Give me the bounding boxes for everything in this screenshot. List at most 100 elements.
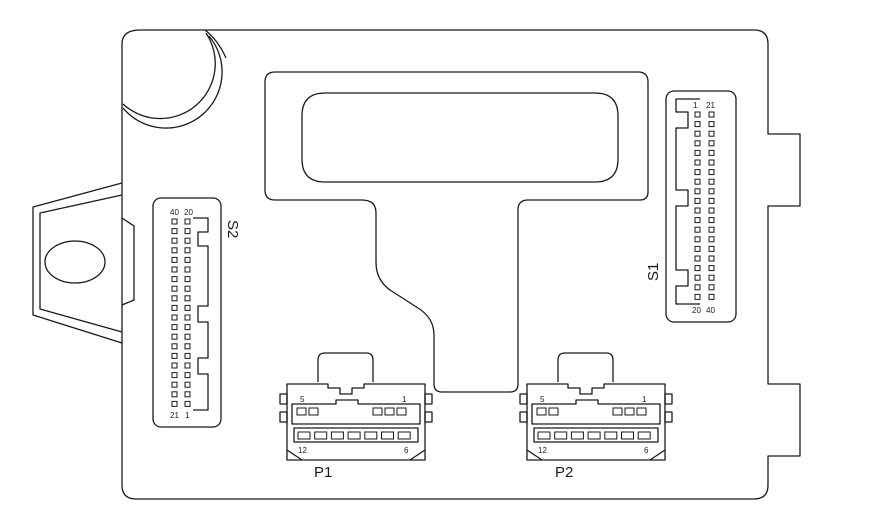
s1-pin-br: 40 bbox=[706, 306, 715, 315]
s1-pin bbox=[694, 236, 701, 243]
s1-pin bbox=[708, 274, 715, 281]
s1-pin bbox=[708, 149, 715, 156]
p1-pin-tl: 5 bbox=[300, 395, 305, 404]
s1-pin bbox=[708, 207, 715, 214]
s2-pin bbox=[184, 304, 191, 311]
display-window bbox=[301, 92, 619, 183]
s1-pin bbox=[708, 197, 715, 204]
s1-pin bbox=[694, 159, 701, 166]
s1-pin bbox=[708, 121, 715, 128]
s1-pin bbox=[708, 130, 715, 137]
s1-pin bbox=[694, 284, 701, 291]
s2-pin bbox=[184, 333, 191, 340]
mounting-hole bbox=[44, 240, 106, 284]
s1-pin bbox=[694, 197, 701, 204]
p1-pin bbox=[330, 431, 344, 440]
s1-pin bbox=[708, 217, 715, 224]
s2-pin bbox=[184, 372, 191, 379]
s2-pin bbox=[184, 276, 191, 283]
s1-pin bbox=[708, 188, 715, 195]
s2-pin bbox=[171, 372, 178, 379]
s2-pin bbox=[171, 391, 178, 398]
p2-pin bbox=[587, 431, 601, 440]
s2-pin bbox=[184, 381, 191, 388]
s1-pin-tr: 21 bbox=[706, 101, 715, 110]
s1-pin bbox=[694, 111, 701, 118]
p2-pin bbox=[604, 431, 618, 440]
s2-pin bbox=[184, 391, 191, 398]
p2-label: P2 bbox=[555, 464, 573, 481]
p1-pin bbox=[347, 431, 361, 440]
s1-pin bbox=[708, 236, 715, 243]
p2-pin-tr: 1 bbox=[642, 395, 647, 404]
p2-pin bbox=[537, 431, 551, 440]
p2-pin bbox=[621, 431, 634, 440]
p1-label: P1 bbox=[314, 464, 332, 481]
p2-pin bbox=[636, 407, 647, 416]
s2-pin-bl: 21 bbox=[170, 411, 179, 420]
s2-pin bbox=[171, 343, 178, 350]
s1-pin bbox=[694, 226, 701, 233]
s1-pin-bl: 20 bbox=[692, 306, 701, 315]
t-shaped-raised-area bbox=[264, 71, 649, 393]
s2-pin bbox=[171, 362, 178, 369]
s1-pin bbox=[694, 169, 701, 176]
p1-pin bbox=[384, 407, 395, 416]
p2-pin-bl: 12 bbox=[538, 446, 547, 455]
mounting-bracket bbox=[32, 182, 135, 344]
s2-pin bbox=[171, 333, 178, 340]
s2-pin bbox=[171, 295, 178, 302]
housing-outline bbox=[121, 29, 801, 500]
s1-pin bbox=[708, 255, 715, 262]
s2-pin bbox=[184, 314, 191, 321]
s2-pin bbox=[184, 285, 191, 292]
s2-pin bbox=[171, 247, 178, 254]
s2-pin bbox=[184, 247, 191, 254]
s2-pin bbox=[171, 266, 178, 273]
s1-pin bbox=[694, 265, 701, 272]
s2-pin bbox=[184, 237, 191, 244]
s2-pin bbox=[184, 266, 191, 273]
s2-pin bbox=[171, 256, 178, 263]
p2-connector: 5 1 12 6 P2 bbox=[519, 352, 673, 481]
p2-pin-tl: 5 bbox=[540, 395, 545, 404]
mounting-boss bbox=[122, 35, 223, 129]
p1-pin bbox=[297, 431, 311, 440]
p1-pin bbox=[396, 407, 407, 416]
p1-pin bbox=[372, 407, 383, 416]
s1-pin bbox=[694, 293, 701, 300]
s1-pin bbox=[708, 111, 715, 118]
s2-pin bbox=[171, 228, 178, 235]
s2-pin-tl: 40 bbox=[170, 208, 179, 217]
s2-pin bbox=[171, 218, 178, 225]
s1-pin bbox=[694, 178, 701, 185]
s1-pin bbox=[694, 140, 701, 147]
s1-pin bbox=[694, 207, 701, 214]
p1-pin bbox=[314, 431, 328, 440]
s1-connector: 1 21 20 40 S1 bbox=[645, 90, 737, 323]
s2-pin bbox=[184, 352, 191, 359]
p2-pin bbox=[554, 431, 568, 440]
s2-pin bbox=[171, 352, 178, 359]
s1-pin bbox=[708, 140, 715, 147]
s2-pin bbox=[184, 228, 191, 235]
s1-pin bbox=[694, 274, 701, 281]
p1-pin bbox=[364, 431, 378, 440]
s2-pin bbox=[184, 256, 191, 263]
s1-pin bbox=[694, 149, 701, 156]
s1-pin bbox=[708, 293, 715, 300]
s2-label: S2 bbox=[224, 220, 241, 238]
s1-pin bbox=[694, 121, 701, 128]
s1-pin bbox=[708, 226, 715, 233]
s1-pin bbox=[694, 188, 701, 195]
p2-pin-br: 6 bbox=[644, 446, 649, 455]
s1-pin bbox=[694, 130, 701, 137]
s1-pin bbox=[694, 255, 701, 262]
s2-pin bbox=[171, 304, 178, 311]
s2-pin-br: 1 bbox=[185, 411, 190, 420]
p1-pin bbox=[381, 431, 394, 440]
p1-pin bbox=[397, 431, 411, 440]
s2-pin-tr: 20 bbox=[184, 208, 193, 217]
p1-pin bbox=[296, 407, 307, 416]
